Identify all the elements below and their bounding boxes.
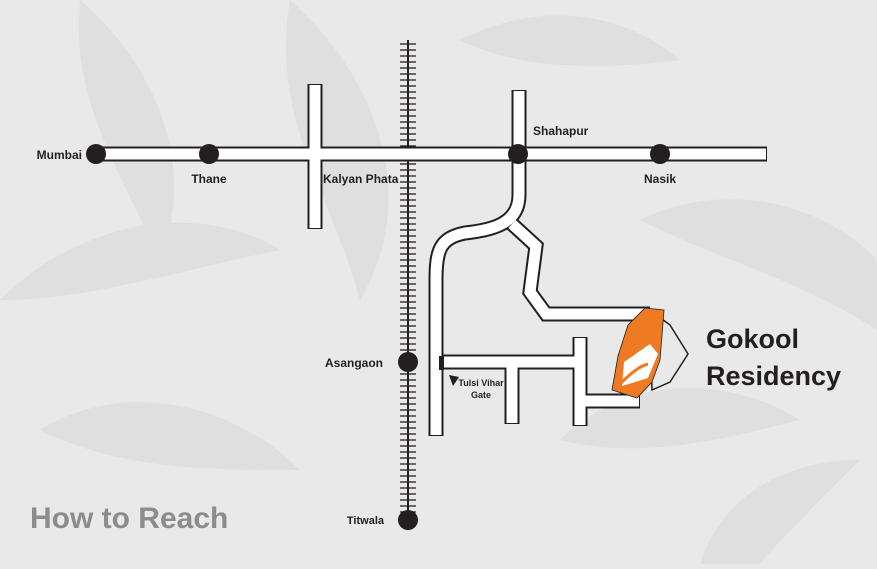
background-leaf <box>0 222 280 300</box>
label-tulsi-vihar-line2: Gate <box>471 390 491 400</box>
label-titwala: Titwala <box>347 515 385 527</box>
marker-nasik <box>650 144 670 164</box>
background-leaf <box>640 199 877 330</box>
project-name-line1: Gokool <box>706 324 799 354</box>
label-asangaon: Asangaon <box>325 356 383 370</box>
place-labels: Mumbai Thane Kalyan Phata Shahapur Nasik… <box>37 124 677 527</box>
label-thane: Thane <box>191 172 227 186</box>
label-tulsi-vihar-line1: Tulsi Vihar <box>458 378 504 388</box>
marker-shahapur <box>508 144 528 164</box>
project-title: Gokool Residency <box>706 324 841 391</box>
marker-asangaon <box>398 352 418 372</box>
marker-thane <box>199 144 219 164</box>
background-leaf <box>40 402 300 470</box>
project-name-line2: Residency <box>706 361 841 391</box>
plot-orange-curve <box>618 362 649 386</box>
label-nasik: Nasik <box>644 172 676 186</box>
place-markers <box>86 144 670 530</box>
background-leaf <box>460 15 680 66</box>
label-shahapur: Shahapur <box>533 124 589 138</box>
railway-line <box>400 40 416 520</box>
gokool-residency-plot <box>611 307 689 399</box>
tulsi-vihar-gate-marker <box>439 356 459 386</box>
pointer-arrow-icon <box>449 375 459 386</box>
label-kalyan-phata: Kalyan Phata <box>323 172 399 186</box>
background-leaf <box>78 0 175 260</box>
marker-titwala <box>398 510 418 530</box>
background-leaf <box>700 460 860 564</box>
gate-icon <box>439 356 444 370</box>
how-to-reach-heading: How to Reach <box>30 502 228 535</box>
label-mumbai: Mumbai <box>37 148 82 162</box>
marker-mumbai <box>86 144 106 164</box>
